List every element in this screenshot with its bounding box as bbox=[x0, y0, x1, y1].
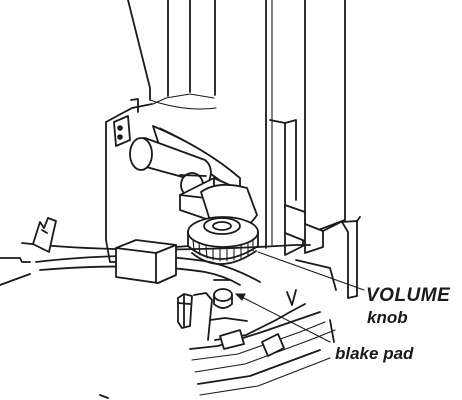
volume-knob bbox=[187, 216, 259, 265]
leader-lines bbox=[234, 251, 365, 343]
right-tower bbox=[265, 0, 346, 249]
knob-label: knob bbox=[367, 308, 408, 327]
base-block bbox=[115, 239, 177, 284]
blake-pad bbox=[213, 279, 233, 309]
left-tower bbox=[127, 0, 217, 110]
base-tab-left bbox=[32, 217, 57, 253]
bottom-rails bbox=[189, 289, 336, 396]
base-outer-shell bbox=[0, 257, 109, 399]
right-bracket bbox=[269, 119, 361, 299]
blake-pad-label: blake pad bbox=[335, 344, 414, 363]
volume-label: VOLUME bbox=[366, 285, 451, 306]
knob-bracket bbox=[179, 177, 258, 235]
frame-plate bbox=[105, 98, 191, 263]
base-tab-middle bbox=[177, 293, 193, 329]
